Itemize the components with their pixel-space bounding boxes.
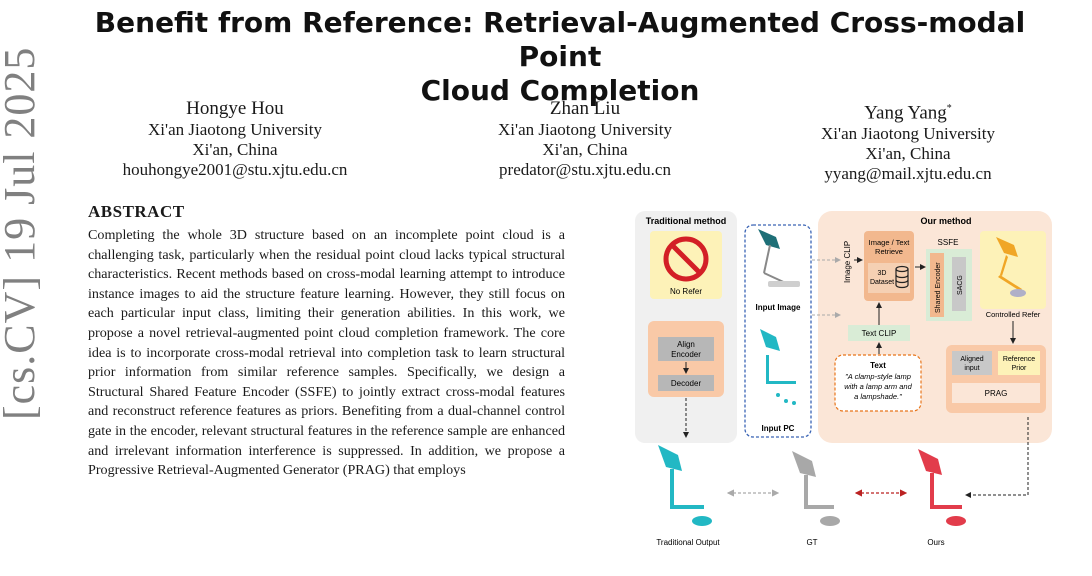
align-encoder-box [658, 337, 714, 361]
controlled-refer-label: Controlled Refer [986, 310, 1041, 319]
author-name: Zhan Liu [549, 98, 621, 119]
shared-encoder-label: Shared Encoder [935, 262, 942, 313]
lamp-controlled-refer-icon [996, 237, 1026, 297]
prag-box [952, 383, 1040, 403]
text-quote-2: with a lamp arm and [844, 382, 912, 391]
decoder-label: Decoder [671, 379, 702, 388]
input-panel [744, 224, 812, 438]
reference-label-2: Prior [1012, 365, 1027, 372]
author-email[interactable]: predator@stu.xjtu.edu.cn [499, 160, 671, 179]
paper-title: Benefit from Reference: Retrieval-Augmen… [60, 6, 1060, 108]
abstract-body: Completing the whole 3D structure based … [88, 227, 565, 479]
author-block-1: Hongye Hou Xi'an Jiaotong University Xi'… [105, 98, 365, 180]
gt-lamp [792, 451, 840, 526]
author-affiliation: Xi'an Jiaotong University [148, 120, 322, 139]
traditional-title: Traditional method [646, 216, 727, 226]
author-affiliation: Xi'an Jiaotong University [498, 120, 672, 139]
traditional-output-label: Traditional Output [656, 538, 720, 547]
text-clip-box [848, 325, 910, 341]
align-encoder-label-1: Align [677, 340, 695, 349]
controlled-refer-box [980, 231, 1046, 309]
sacg-box [952, 257, 966, 311]
author-affiliation: Xi'an Jiaotong University [821, 124, 995, 144]
author-block-2: Zhan Liu Xi'an Jiaotong University Xi'an… [455, 98, 715, 180]
author-location: Xi'an, China [192, 140, 278, 159]
database-icon [895, 265, 909, 289]
dataset-label-2: Dataset [870, 279, 894, 286]
traditional-output-lamp [658, 445, 712, 526]
text-label: Text [870, 361, 886, 370]
text-quote-1: "A clamp-style lamp [845, 372, 911, 381]
retrieve-label-2: Retrieve [875, 247, 903, 256]
author-location: Xi'an, China [865, 144, 951, 164]
author-name: Hongye Hou [186, 98, 284, 119]
gt-label: GT [806, 538, 817, 547]
ssfe-label: SSFE [938, 238, 959, 247]
lamp-input-pc-icon [760, 329, 796, 405]
decoder-box [658, 375, 714, 391]
lamp-image-icon [758, 229, 800, 287]
dataset-label-1: 3D [878, 270, 887, 277]
prag-label: PRAG [985, 389, 1008, 398]
image-clip-label: Image CLIP [843, 241, 852, 283]
aligned-input-box [952, 351, 992, 375]
reference-label-1: Reference [1003, 356, 1035, 363]
aligned-label-1: Aligned [960, 356, 983, 363]
title-line-2: Cloud Completion [420, 74, 700, 107]
align-encoder-label-2: Encoder [671, 350, 701, 359]
author-name: Yang Yang* [864, 102, 952, 124]
ours-label: Ours [927, 538, 944, 547]
input-image-label: Input Image [756, 303, 801, 312]
arxiv-side-label: [cs.CV] 19 Jul 2025 [0, 46, 44, 420]
input-pc-label: Input PC [762, 424, 795, 433]
sacg-label: SACG [957, 275, 964, 295]
our-title: Our method [921, 216, 972, 226]
shared-encoder-box [930, 253, 944, 317]
no-refer-icon [663, 236, 709, 282]
text-clip-label: Text CLIP [862, 329, 897, 338]
author-block-3: Yang Yang* Xi'an Jiaotong University Xi'… [778, 98, 1038, 184]
corresponding-mark: * [946, 103, 952, 114]
no-refer-label: No Refer [670, 287, 702, 296]
method-figure: Traditional method No Refer Align Encode… [635, 211, 1052, 547]
retrieve-label-1: Image / Text [869, 238, 911, 247]
title-line-1: Benefit from Reference: Retrieval-Augmen… [94, 6, 1026, 73]
ours-lamp [918, 449, 966, 526]
reference-prior-box [998, 351, 1040, 375]
author-email[interactable]: houhongye2001@stu.xjtu.edu.cn [122, 160, 348, 179]
aligned-label-2: input [964, 365, 979, 372]
author-email[interactable]: yyang@mail.xjtu.edu.cn [824, 164, 992, 184]
author-location: Xi'an, China [542, 140, 628, 159]
text-quote-3: a lampshade." [854, 392, 902, 401]
abstract-heading: ABSTRACT [88, 202, 185, 221]
text-prompt-box [834, 354, 922, 412]
